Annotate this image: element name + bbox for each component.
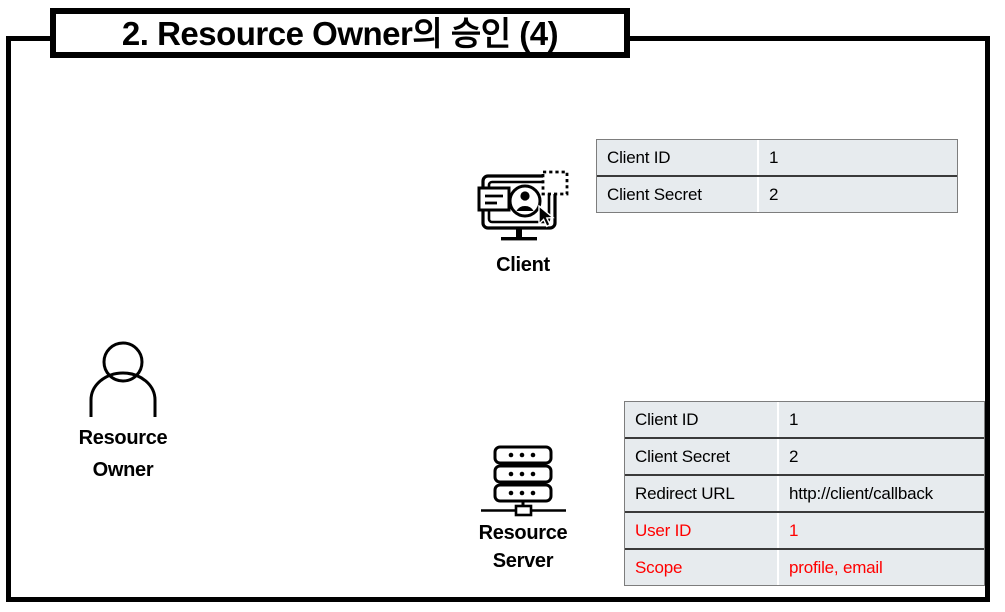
- client-icon-wrap: [448, 168, 598, 248]
- server-table-row-1-value: 2: [778, 438, 984, 476]
- client-label: Client: [496, 254, 550, 276]
- client-table-row-0-key: Client ID: [597, 140, 759, 177]
- resource-server-label-line2: Server: [492, 550, 554, 572]
- resource-owner-node: Resource Owner: [48, 340, 198, 482]
- slide-title-box: 2. Resource Owner의 승인 (4): [50, 8, 630, 58]
- person-icon: [89, 341, 157, 417]
- resource-server-label-line1: Resource: [478, 522, 568, 544]
- server-table-row-1-key: Client Secret: [625, 438, 779, 476]
- server-table-row-4-key: Scope: [625, 549, 779, 585]
- server-table-row-2-key: Redirect URL: [625, 475, 779, 513]
- client-table-row-0-value: 1: [758, 140, 957, 177]
- resource-owner-label-line1: Resource: [78, 427, 168, 449]
- server-table-row-4-value: profile, email: [778, 549, 984, 585]
- server-table-row-0-key: Client ID: [625, 402, 779, 439]
- client-node: Client: [448, 168, 598, 277]
- server-table-row-3-key: User ID: [625, 512, 779, 550]
- monitor-user-cursor-icon: [477, 170, 569, 241]
- resource-owner-icon-wrap: [48, 340, 198, 418]
- resource-server-icon-wrap: [448, 445, 598, 517]
- resource-owner-label-line2: Owner: [92, 459, 154, 481]
- client-table-row-1-key: Client Secret: [597, 176, 759, 212]
- server-table-row-2-value: http://client/callback: [778, 475, 984, 513]
- server-rack-icon: [481, 445, 566, 517]
- page-title: 2. Resource Owner의 승인 (4): [121, 14, 559, 52]
- server-table-row-0-value: 1: [778, 402, 984, 439]
- client-table-row-1-value: 2: [758, 176, 957, 212]
- server-table-row-3-value: 1: [778, 512, 984, 550]
- resource-server-node: Resource Server: [448, 445, 598, 573]
